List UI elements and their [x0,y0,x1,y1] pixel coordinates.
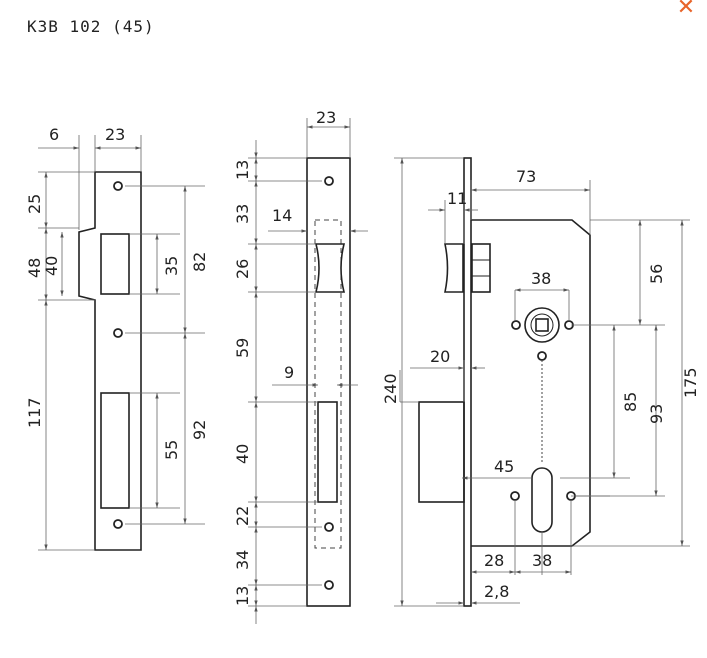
dim-body-56: 56 [647,264,666,284]
faceplate: 23 13 33 26 59 40 22 34 13 14 9 [233,108,368,624]
dim-face-59: 59 [233,338,252,358]
dim-face-13a: 13 [233,160,252,180]
dim-body-85: 85 [621,392,640,412]
lock-body: 240 73 11 20 38 45 56 85 93 175 28 38 2,… [381,157,700,607]
dim-face-40: 40 [233,444,252,464]
dim-body-175: 175 [681,367,700,398]
dim-body-73: 73 [516,167,536,186]
dim-strike-40: 40 [42,256,61,276]
dim-face-26: 26 [233,259,252,279]
dim-body-38-bottom: 38 [532,551,552,570]
dim-strike-35: 35 [162,256,181,276]
dim-strike-48: 48 [25,258,44,278]
dim-face-14: 14 [272,206,292,225]
dim-face-34: 34 [233,550,252,570]
dim-body-45: 45 [494,457,514,476]
close-icon[interactable]: ✕ [676,0,696,20]
dim-strike-23: 23 [105,125,125,144]
page-title: КЗВ 102 (45) [27,17,155,36]
dim-body-93: 93 [647,404,666,424]
dim-body-2-8: 2,8 [484,582,509,601]
dim-body-28: 28 [484,551,504,570]
dim-body-11: 11 [447,189,467,208]
dim-strike-25: 25 [25,194,44,214]
dim-face-23: 23 [316,108,336,127]
dim-strike-117: 117 [25,397,44,428]
dim-body-20: 20 [430,347,450,366]
dim-face-33: 33 [233,204,252,224]
dim-body-38-top: 38 [531,269,551,288]
strike-plate: 6 23 25 48 40 117 35 82 55 92 [25,125,209,551]
dim-strike-82: 82 [190,252,209,272]
dim-face-13b: 13 [233,586,252,606]
dim-face-9: 9 [284,363,294,382]
dim-strike-6: 6 [49,125,59,144]
dim-strike-92: 92 [190,420,209,440]
dim-strike-55: 55 [162,440,181,460]
dim-face-22: 22 [233,506,252,526]
dim-body-240: 240 [381,373,400,404]
